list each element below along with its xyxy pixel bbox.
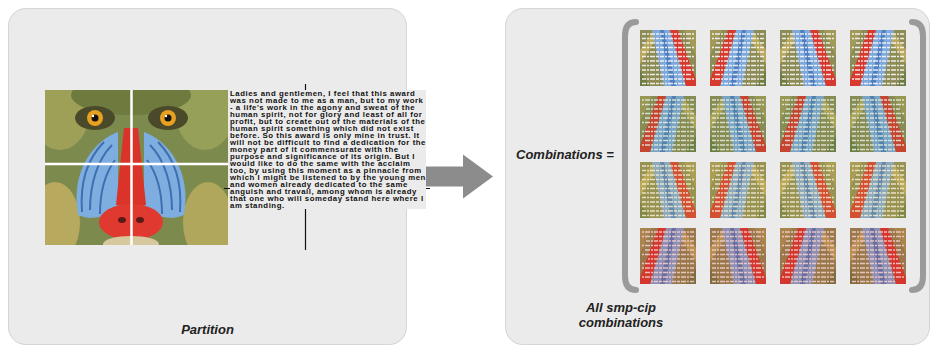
matrix-brackets	[625, 22, 636, 290]
combination-thumb	[710, 228, 766, 284]
mandrill-image	[87, 110, 103, 126]
combination-thumb	[710, 162, 766, 218]
thumb-image	[640, 162, 696, 218]
panel-caption: Partition	[9, 322, 406, 337]
block-arrow	[419, 155, 493, 199]
matrix-brackets	[625, 22, 923, 290]
combination-thumb	[850, 96, 906, 152]
matrix-brackets	[912, 22, 923, 290]
equation-label: Combinations =	[516, 147, 614, 162]
thumb-image	[710, 96, 766, 152]
combination-thumb	[640, 228, 696, 284]
mandrill-image	[136, 217, 144, 223]
combination-grid	[640, 30, 906, 284]
thumb-image	[710, 162, 766, 218]
combination-thumb	[850, 228, 906, 284]
panel-caption: All smp-cip combinations	[561, 300, 681, 330]
mandrill-image	[45, 90, 228, 245]
mandrill-image	[183, 182, 228, 245]
thumb-image	[640, 96, 696, 152]
mandrill-image	[165, 115, 172, 122]
thumb-tint	[640, 162, 696, 218]
combination-thumb	[850, 162, 906, 218]
thumb-image	[710, 228, 766, 284]
thumb-tint	[780, 228, 836, 284]
mandrill-image	[144, 132, 186, 218]
thumb-tint	[710, 96, 766, 152]
thumb-tint	[780, 96, 836, 152]
thumb-image	[640, 228, 696, 284]
thumb-image	[780, 162, 836, 218]
combination-thumb	[710, 96, 766, 152]
panel-box: All smp-cip combinations	[505, 8, 930, 345]
combination-thumb	[640, 30, 696, 86]
thumb-image	[780, 228, 836, 284]
mandrill-image	[118, 217, 126, 223]
thumb-tint	[850, 162, 906, 218]
combination-thumb	[710, 30, 766, 86]
combination-thumb	[640, 96, 696, 152]
combination-thumb	[780, 96, 836, 152]
mandrill-image	[160, 110, 176, 126]
thumb-image	[850, 162, 906, 218]
mandrill-image	[147, 160, 162, 214]
thumb-tint	[710, 228, 766, 284]
combination-thumb	[640, 162, 696, 218]
thumb-image	[850, 228, 906, 284]
thumb-tint	[850, 228, 906, 284]
sample-text: Ladies and gentlemen, I feel that this a…	[230, 90, 426, 209]
mandrill-image	[45, 163, 228, 166]
mandrill-image	[92, 115, 99, 122]
thumb-image	[710, 30, 766, 86]
combination-thumb	[780, 228, 836, 284]
thumb-tint	[710, 162, 766, 218]
combination-thumb	[780, 162, 836, 218]
mandrill-image	[76, 132, 118, 218]
thumb-image	[780, 96, 836, 152]
thumb-image	[850, 96, 906, 152]
mandrill-image	[45, 182, 80, 245]
mandrill-image	[130, 90, 133, 245]
thumb-image	[850, 30, 906, 86]
combination-thumb	[850, 30, 906, 86]
mandrill-image	[100, 160, 115, 214]
thumb-tint	[780, 162, 836, 218]
mandrill-image	[75, 106, 115, 130]
thumb-image	[780, 30, 836, 86]
combination-thumb	[780, 30, 836, 86]
thumb-tint	[640, 228, 696, 284]
mandrill-image	[148, 106, 188, 130]
mandrill-image	[165, 115, 167, 117]
thumb-tint	[850, 96, 906, 152]
partition-lines	[224, 84, 430, 250]
thumb-image	[640, 30, 696, 86]
thumb-tint	[640, 96, 696, 152]
panel-ground	[505, 8, 930, 345]
mandrill-image	[92, 115, 94, 117]
